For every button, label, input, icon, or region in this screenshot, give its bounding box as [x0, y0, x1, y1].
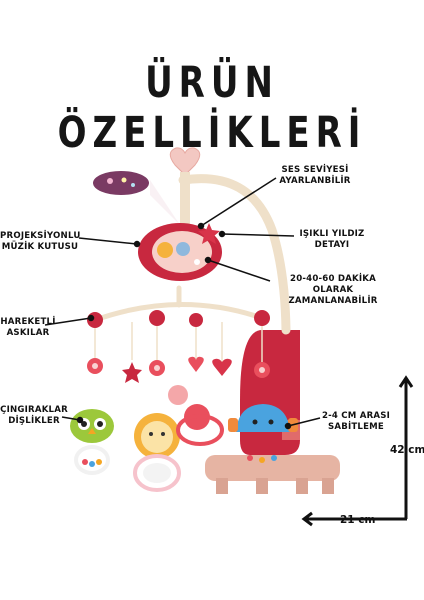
leader-lines [44, 177, 321, 430]
projection-image [93, 171, 149, 195]
height-label: 42 cm [390, 444, 424, 456]
owl-rattle [70, 409, 114, 475]
music-box [138, 223, 222, 281]
hanging-toys [87, 356, 270, 405]
light-star-icon [198, 223, 220, 244]
height-arrow [398, 375, 414, 519]
width-arrow [301, 511, 407, 527]
hanging-arms [92, 285, 265, 323]
arm-balls [87, 310, 270, 328]
clamp-base [240, 330, 300, 455]
lion-rattle [133, 413, 181, 492]
heart-topper [169, 147, 201, 176]
hanging-strings [94, 322, 263, 362]
width-label: 21 cm [340, 514, 376, 526]
page-title: ÜRÜN ÖZELLİKLERİ [57, 58, 367, 158]
pole [178, 174, 291, 335]
crab-teether [176, 404, 224, 446]
crib-rail [205, 455, 340, 494]
